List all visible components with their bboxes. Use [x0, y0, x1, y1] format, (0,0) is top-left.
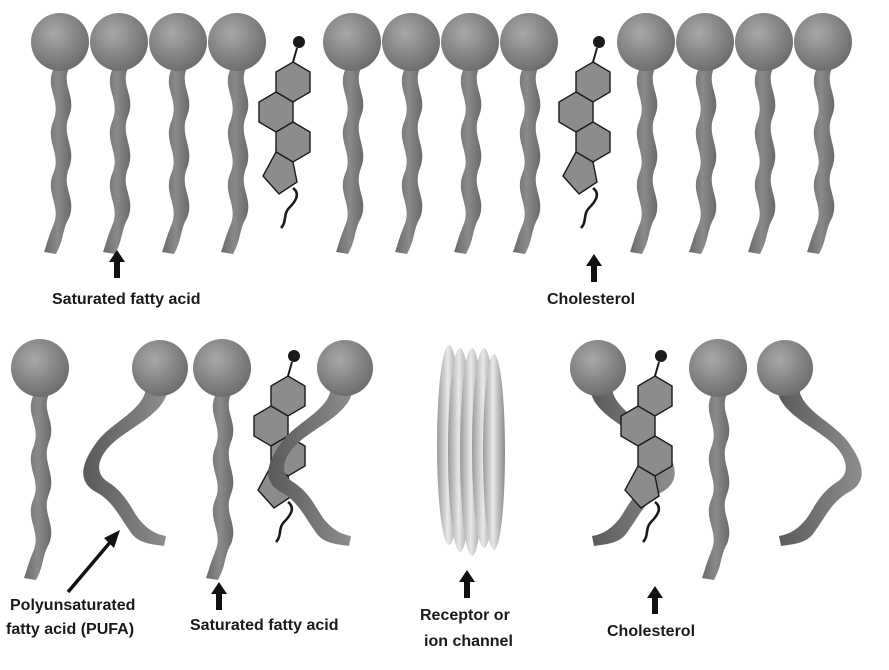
saturated-lipid	[441, 13, 499, 254]
saturated-lipid	[676, 13, 734, 254]
saturated-lipid	[500, 13, 558, 254]
pufa-lipid	[268, 340, 373, 546]
pufa-lipid	[83, 340, 188, 546]
label-receptor-line2: ion channel	[424, 633, 513, 650]
label-cholesterol-bottom: Cholesterol	[607, 623, 696, 640]
saturated-lipid	[735, 13, 793, 254]
saturated-lipid	[31, 13, 89, 254]
arrow-up-icon	[459, 570, 475, 598]
saturated-lipid	[208, 13, 266, 254]
label-receptor-line1: Receptor or	[420, 607, 510, 624]
pufa-lipid	[757, 340, 862, 546]
label-cholesterol-top: Cholesterol	[547, 291, 636, 308]
top-leaflet	[31, 13, 852, 254]
saturated-lipid	[617, 13, 675, 254]
saturated-lipid	[90, 13, 148, 254]
label-pufa-line1: Polyunsaturated	[10, 597, 136, 614]
label-pufa-line2: fatty acid (PUFA)	[6, 621, 135, 638]
receptor-ion-channel	[437, 345, 505, 556]
saturated-lipid	[11, 339, 69, 580]
arrow-up-icon	[211, 582, 227, 610]
saturated-lipid	[689, 339, 747, 580]
bottom-leaflet	[11, 339, 862, 580]
saturated-lipid	[794, 13, 852, 254]
cholesterol-molecule	[257, 34, 312, 230]
arrow-up-icon	[586, 254, 602, 282]
cholesterol-molecule	[557, 34, 612, 230]
label-saturated-fatty-acid-bottom: Saturated fatty acid	[190, 617, 339, 634]
label-saturated-fatty-acid-top: Saturated fatty acid	[52, 291, 201, 308]
saturated-lipid	[193, 339, 251, 580]
diagonal-arrow-icon	[66, 530, 120, 594]
saturated-lipid	[323, 13, 381, 254]
saturated-lipid	[149, 13, 207, 254]
saturated-lipid	[382, 13, 440, 254]
arrow-up-icon	[109, 250, 125, 278]
arrow-up-icon	[647, 586, 663, 614]
